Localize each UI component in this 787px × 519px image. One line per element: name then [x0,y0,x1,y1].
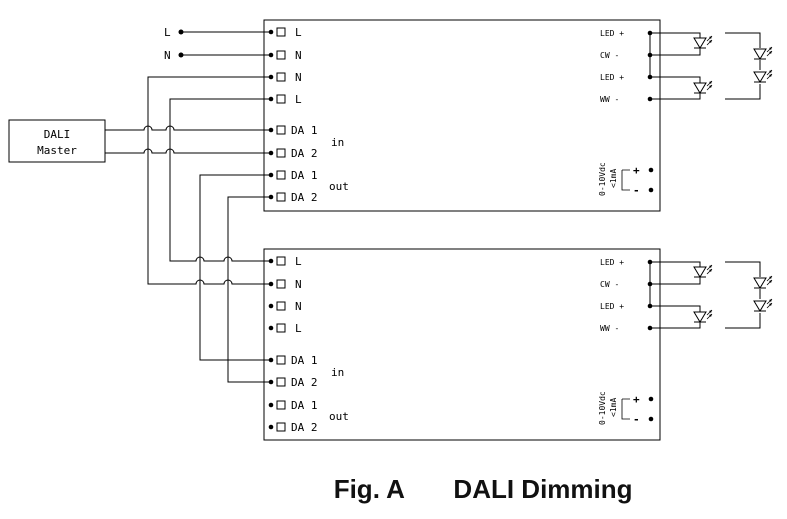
figure-number: Fig. A [333,474,405,504]
interconnect-wiring [105,76,270,383]
driver-2-led-plus-1: LED + [600,258,624,267]
driver-1-terminal-n-1: N [295,49,302,62]
dali-master-label-1: DALI [44,128,71,141]
driver-1-out-label: out [329,180,349,193]
driver-1-da1-out: DA 1 [291,169,318,182]
driver-1-dim-port: 0-10Vdc <1mA + - [598,162,654,197]
dali-master-box [8,119,106,163]
driver-2-dim-minus: - [633,413,640,426]
driver-1-dim-minus: - [633,184,640,197]
dali-master-label-2: Master [37,144,77,157]
driver-2-da2-in: DA 2 [291,376,318,389]
figure-title: DALI Dimming [453,474,633,504]
figure-caption: Fig. A DALI Dimming [0,474,787,505]
driver-2-dim-port: 0-10Vdc <1mA + - [598,391,654,426]
driver-1-led-string-b-icon [753,69,773,83]
driver-2-in-label: in [331,366,344,379]
driver-2-led-ww-icon [693,309,713,323]
driver-2-da2-out: DA 2 [291,421,318,434]
driver-1-ww-minus: WW - [600,95,619,104]
driver-1-led-cw-icon [693,35,713,49]
driver-2-led-wiring [649,261,761,329]
driver-2-cw-minus: CW - [600,280,619,289]
driver-2-ww-minus: WW - [600,324,619,333]
driver-2-dali-terminals: DA 1 DA 2 DA 1 DA 2 in out [268,354,349,434]
driver-2-out-label: out [329,410,349,423]
driver-1-da2-out: DA 2 [291,191,318,204]
driver-1-in-label: in [331,136,344,149]
driver-2-terminal-l-2: L [295,322,302,335]
driver-1-led-plus-2: LED + [600,73,624,82]
driver-2-led-string-b-icon [753,298,773,312]
driver-1-dim-label-2: <1mA [609,169,618,188]
driver-1-housing [263,19,661,212]
driver-1-dim-plus: + [633,164,640,177]
driver-1-led-string-a-icon [753,46,773,60]
driver-2: L N N L DA 1 DA 2 DA 1 DA 2 in out LED +… [263,248,773,441]
driver-2-terminal-l-1: L [295,255,302,268]
driver-1-ac-terminals: L N N L [268,26,302,106]
driver-2-led-cw-icon [693,264,713,278]
driver-2-output-terminals: LED + CW - LED + WW - [600,258,653,333]
mains-neutral-label: N [164,49,171,62]
driver-1-terminal-n-2: N [295,71,302,84]
driver-2-led-plus-2: LED + [600,302,624,311]
driver-2-dim-plus: + [633,393,640,406]
driver-2-dim-label-1: 0-10Vdc [598,391,607,425]
driver-1-dim-label-1: 0-10Vdc [598,162,607,196]
driver-2-da1-in: DA 1 [291,354,318,367]
driver-1-terminal-l-2: L [295,93,302,106]
driver-2-terminal-n-2: N [295,300,302,313]
driver-2-da1-out: DA 1 [291,399,318,412]
driver-1-da1-in: DA 1 [291,124,318,137]
driver-2-ac-terminals: L N N L [268,255,302,335]
driver-1-cw-minus: CW - [600,51,619,60]
driver-2-led-string-a-icon [753,275,773,289]
driver-1: L N N L DA 1 DA 2 DA 1 DA 2 in out LED +… [263,19,773,212]
driver-1-dali-terminals: DA 1 DA 2 DA 1 DA 2 in out [268,124,349,204]
driver-1-output-terminals: LED + CW - LED + WW - [600,29,653,104]
driver-1-da2-in: DA 2 [291,147,318,160]
driver-2-housing [263,248,661,441]
mains-line-label: L [164,26,171,39]
driver-2-dim-label-2: <1mA [609,398,618,417]
driver-1-led-wiring [649,32,761,100]
driver-1-terminal-l-1: L [295,26,302,39]
driver-1-led-ww-icon [693,80,713,94]
driver-1-led-plus-1: LED + [600,29,624,38]
driver-2-terminal-n-1: N [295,278,302,291]
